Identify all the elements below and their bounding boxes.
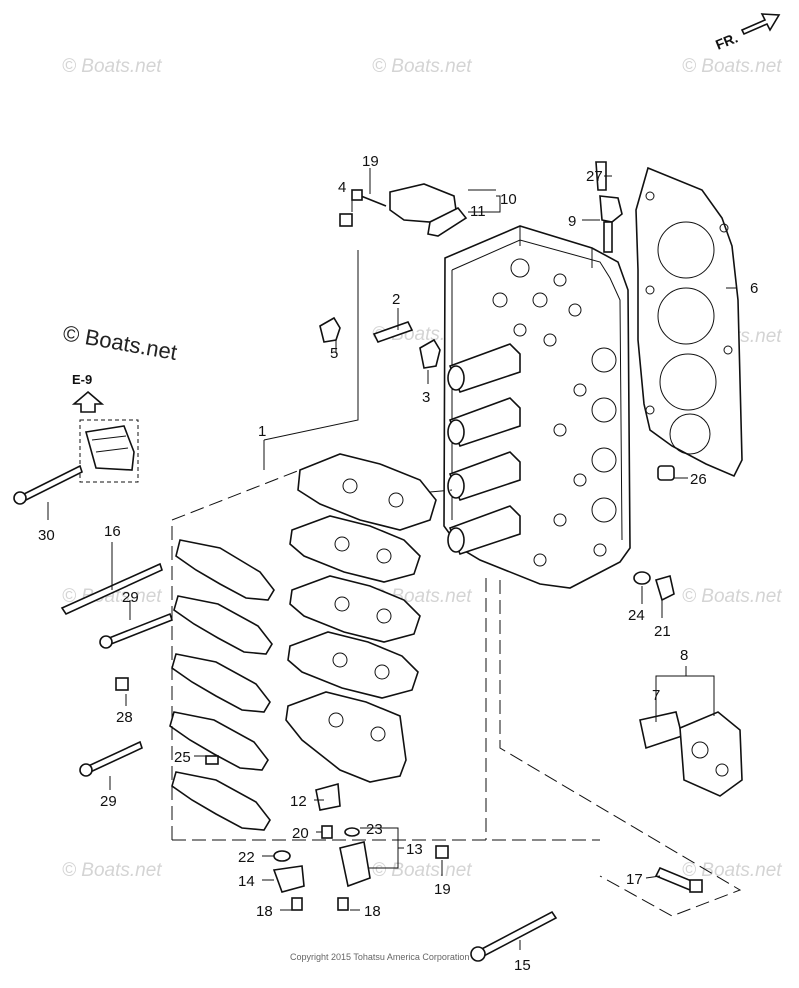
copyright-notice: Copyright 2015 Tohatsu America Corporati…	[290, 952, 469, 962]
carrier-bores	[328, 478, 404, 742]
watermark: © Boats.net	[682, 860, 782, 881]
callout-2: 2	[392, 291, 400, 308]
callout-19: 19	[434, 881, 451, 898]
watermark: © Boats.net	[372, 56, 472, 77]
top-small-parts	[339, 183, 468, 237]
sensor-9	[595, 161, 623, 253]
callout-23: 23	[366, 821, 383, 838]
callout-11: 11	[470, 203, 486, 220]
cam-carriers	[285, 453, 437, 783]
callout-25: 25	[174, 749, 191, 766]
callout-10: 10	[500, 191, 517, 208]
callout-18: 18	[256, 903, 273, 920]
callout-29: 29	[122, 589, 139, 606]
front-direction-label: FR.	[713, 29, 740, 52]
watermark: © Boats.net	[682, 56, 782, 77]
watermark: © Boats.net	[62, 56, 162, 77]
callout-22: 22	[238, 849, 255, 866]
callout-16: 16	[104, 523, 121, 540]
callout-24: 24	[628, 607, 645, 624]
leader-lines	[47, 168, 736, 950]
callout-5: 5	[330, 345, 338, 362]
callout-19: 19	[362, 153, 379, 170]
front-direction-indicator: FR.	[713, 13, 781, 53]
rocker-arms	[169, 539, 275, 831]
callout-20: 20	[292, 825, 309, 842]
callout-9: 9	[568, 213, 576, 230]
callout-30: 30	[38, 527, 55, 544]
oil-control-valve	[639, 711, 743, 797]
callout-26: 26	[690, 471, 707, 488]
bottom-sensors	[205, 755, 449, 911]
plug-26	[657, 465, 675, 481]
callout-4: 4	[338, 179, 346, 196]
callout-29: 29	[100, 793, 117, 810]
valve-ports	[492, 258, 617, 567]
reference-e9: E-9	[71, 372, 139, 483]
callout-7: 7	[652, 687, 660, 704]
assembly-outline	[171, 469, 742, 917]
reference-label: E-9	[72, 372, 92, 387]
callouts: 1 2 3 4 5 6 7 8 9 10 11 12 13 14 15 16 1…	[38, 153, 758, 974]
watermark: © Boats.net	[372, 860, 472, 881]
watermark: © Boats.net	[682, 586, 782, 607]
callout-17: 17	[626, 871, 643, 888]
callout-14: 14	[238, 873, 255, 890]
callout-3: 3	[422, 389, 430, 406]
callout-13: 13	[406, 841, 423, 858]
head-gasket	[635, 166, 743, 478]
cylinder-head	[443, 225, 631, 589]
main-watermark: © Boats.net	[61, 320, 179, 365]
callout-18: 18	[364, 903, 381, 920]
callout-21: 21	[654, 623, 671, 640]
callout-1: 1	[258, 423, 266, 440]
valve-guides	[319, 316, 441, 369]
callout-6: 6	[750, 280, 758, 297]
callout-27: 27	[586, 168, 603, 185]
callout-28: 28	[116, 709, 133, 726]
bolts	[13, 464, 703, 962]
callout-8: 8	[680, 647, 688, 664]
drain-plug	[633, 571, 675, 602]
callout-12: 12	[290, 793, 307, 810]
watermark: © Boats.net	[62, 860, 162, 881]
callout-15: 15	[514, 957, 531, 974]
cam-journals	[447, 343, 521, 556]
